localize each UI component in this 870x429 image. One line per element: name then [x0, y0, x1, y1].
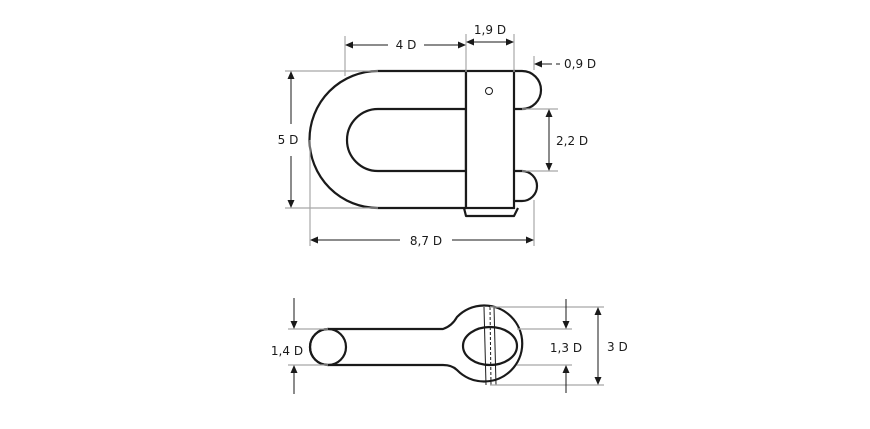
shackle-upper-lug [514, 69, 543, 111]
side-pin-centerline [489, 306, 492, 386]
shackle-top-view: 4 D 1,9 D 0,9 D 5 D 2,2 D 8,7 D [278, 23, 596, 248]
dim-label-1-3d: 1,3 D [550, 341, 582, 355]
dim-label-5d: 5 D [278, 133, 299, 147]
shackle-pin-block [464, 69, 516, 210]
side-pin-line-right [493, 306, 497, 386]
side-left-end-circle [308, 327, 348, 367]
shackle-side-view: 1,4 D 1,3 D 3 D [271, 298, 628, 394]
dim-label-1-4d: 1,4 D [271, 344, 303, 358]
dim-label-0-9d: 0,9 D [564, 57, 596, 71]
dim-label-3d: 3 D [607, 340, 628, 354]
shackle-pin-protrusion [462, 207, 519, 218]
dim-label-4d: 4 D [396, 38, 417, 52]
side-pin-line-left [483, 306, 487, 386]
dim-label-2-2d: 2,2 D [556, 134, 588, 148]
side-eye-opening [461, 325, 519, 367]
shackle-inner-opening [345, 107, 468, 173]
shackle-outer-outline [308, 69, 468, 210]
shackle-lower-lug [514, 169, 539, 203]
dim-label-1-9d: 1,9 D [474, 23, 506, 37]
shackle-pin-hole [485, 87, 493, 95]
dim-label-8-7d: 8,7 D [410, 234, 442, 248]
